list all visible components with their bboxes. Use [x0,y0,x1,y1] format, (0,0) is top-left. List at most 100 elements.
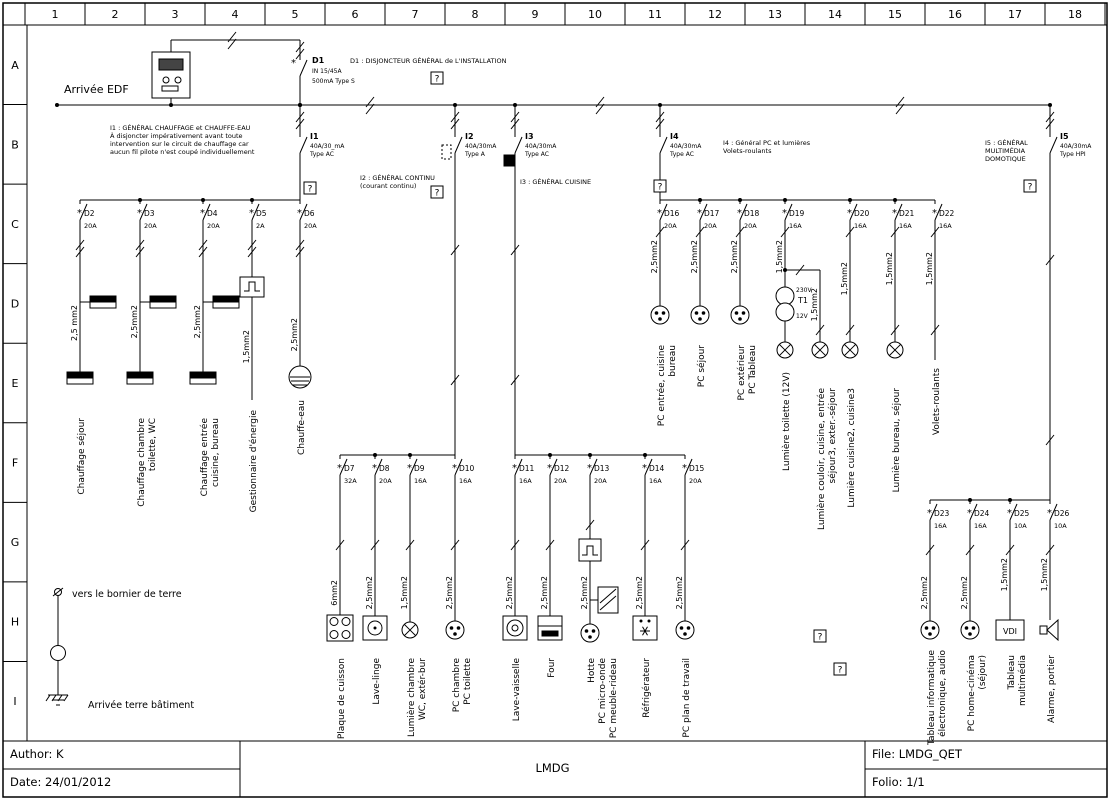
row-label: E [12,377,19,390]
vdi-label: VDI [1003,627,1017,636]
socket-pin [588,635,592,639]
breaker-rating: 16A [974,522,987,530]
conductor-mark [450,118,460,130]
breaker-blade [202,203,211,221]
star-marker: * [737,208,742,219]
unknown-element-box [653,179,667,193]
transformer-secondary [775,302,795,322]
lamp-cross [843,343,857,357]
switch-blade [659,136,668,154]
load-label: Tableau [1007,655,1017,691]
heater-fill [89,295,117,303]
unknown-element-box [1023,179,1037,193]
unknown-element-box [303,181,317,195]
wire-size-label: 6mm2 [330,580,339,606]
earth-hatch [63,694,69,702]
row-label: C [11,218,19,231]
conductor-mark [227,31,237,43]
socket-pin [701,311,706,315]
heater-fill [66,371,94,379]
wire-size-label: 1,5mm2 [1040,558,1049,591]
cooktop-plate [341,617,351,626]
earth-hatch [51,694,57,702]
relay-symbol [578,538,602,562]
wire-size-label: 1,5mm2 [840,262,849,295]
socket-symbol [445,620,465,640]
lamp-cross [888,343,902,357]
breaker-rating: 16A [934,522,947,530]
star-marker: * [847,208,852,219]
breaker-blade [454,458,463,476]
star-marker: * [372,463,377,474]
load-label: PC toilette [463,658,473,705]
conductor-mark [640,539,650,551]
conductor-mark [1045,434,1055,446]
conductor-mark [135,246,145,258]
device-spec: 40A/30_mA [310,143,345,150]
conductor-mark [295,41,305,53]
load-label: cuisine, bureau [211,418,221,487]
row-label: D [11,297,19,310]
junction-dot [453,103,457,107]
star-marker: * [697,208,702,219]
conductor-mark [510,244,520,256]
group-note: I3 : GÉNÉRAL CUISINE [520,177,591,186]
wire-size-label: 2,5mm2 [960,576,969,609]
load-label: Lave-vaisselle [512,658,522,722]
star-marker: * [657,208,662,219]
column-label: 18 [1068,8,1082,21]
load-label: Chauffage entrée [199,418,210,497]
group-note: I4 : Général PC et lumières [723,139,811,147]
conductor-mark [370,539,380,551]
conductor-mark [1045,254,1055,266]
column-label: 3 [172,8,179,21]
unknown-element-marker: ? [658,183,663,193]
row-label: B [11,138,19,151]
socket-pin [734,311,739,315]
load-label: multimédia [1017,655,1028,706]
breaker-rating: 32A [344,477,357,485]
group-note: À disjoncter impérativement avant toute [110,131,243,140]
arrivee-edf-label: Arrivée EDF [64,83,129,96]
heater-fill [126,371,154,379]
unknown-element-box [430,185,444,199]
socket-symbol [730,305,750,325]
group-note: aucun fil pilote n'est coupé individuell… [110,148,255,156]
load-label: WC, extér-bur [417,658,428,720]
unknown-element-marker: ? [435,189,440,199]
wire-size-label: 2,5mm2 [730,240,739,273]
star-marker: * [587,463,592,474]
socket-pin [658,317,662,321]
breaker-id: D4 [207,209,218,218]
wire-size-label: 1,5mm2 [885,252,894,285]
breaker-rating: 10A [1054,522,1067,530]
hood-vent [599,588,617,604]
group-note: I2 : GÉNÉRAL CONTINU [360,173,435,182]
load-label: Gestionnaire d'énergie [248,410,259,513]
conductor-mark [930,226,940,238]
conductor-mark [1045,111,1055,123]
unknown-element-marker: ? [818,633,823,643]
load-label: Hotte [587,658,597,683]
breaker-id: D16 [664,209,680,218]
group-note: DOMOTIQUE [985,155,1026,163]
lamp-cross [813,343,827,357]
breaker-blade [849,203,858,221]
column-label: 8 [472,8,479,21]
breaker-rating: 20A [554,477,567,485]
unknown-element-box [833,662,847,676]
cooktop-plate [329,630,339,639]
star-marker: * [967,508,972,519]
conductor-mark [198,246,208,258]
breaker-id: D13 [594,464,610,473]
load-label: séjour3, exter.-séjour [827,388,838,484]
load-label: Volets-roulants [932,368,942,435]
wire-size-label: 2,5mm2 [540,576,549,609]
load-label: PC micro-onde [598,658,608,724]
conductor-mark [680,539,690,551]
star-marker: * [137,208,142,219]
device-id: I2 [465,132,474,141]
group-note: MULTIMÉDIA [985,146,1026,155]
unknown-element-marker: ? [435,75,440,85]
